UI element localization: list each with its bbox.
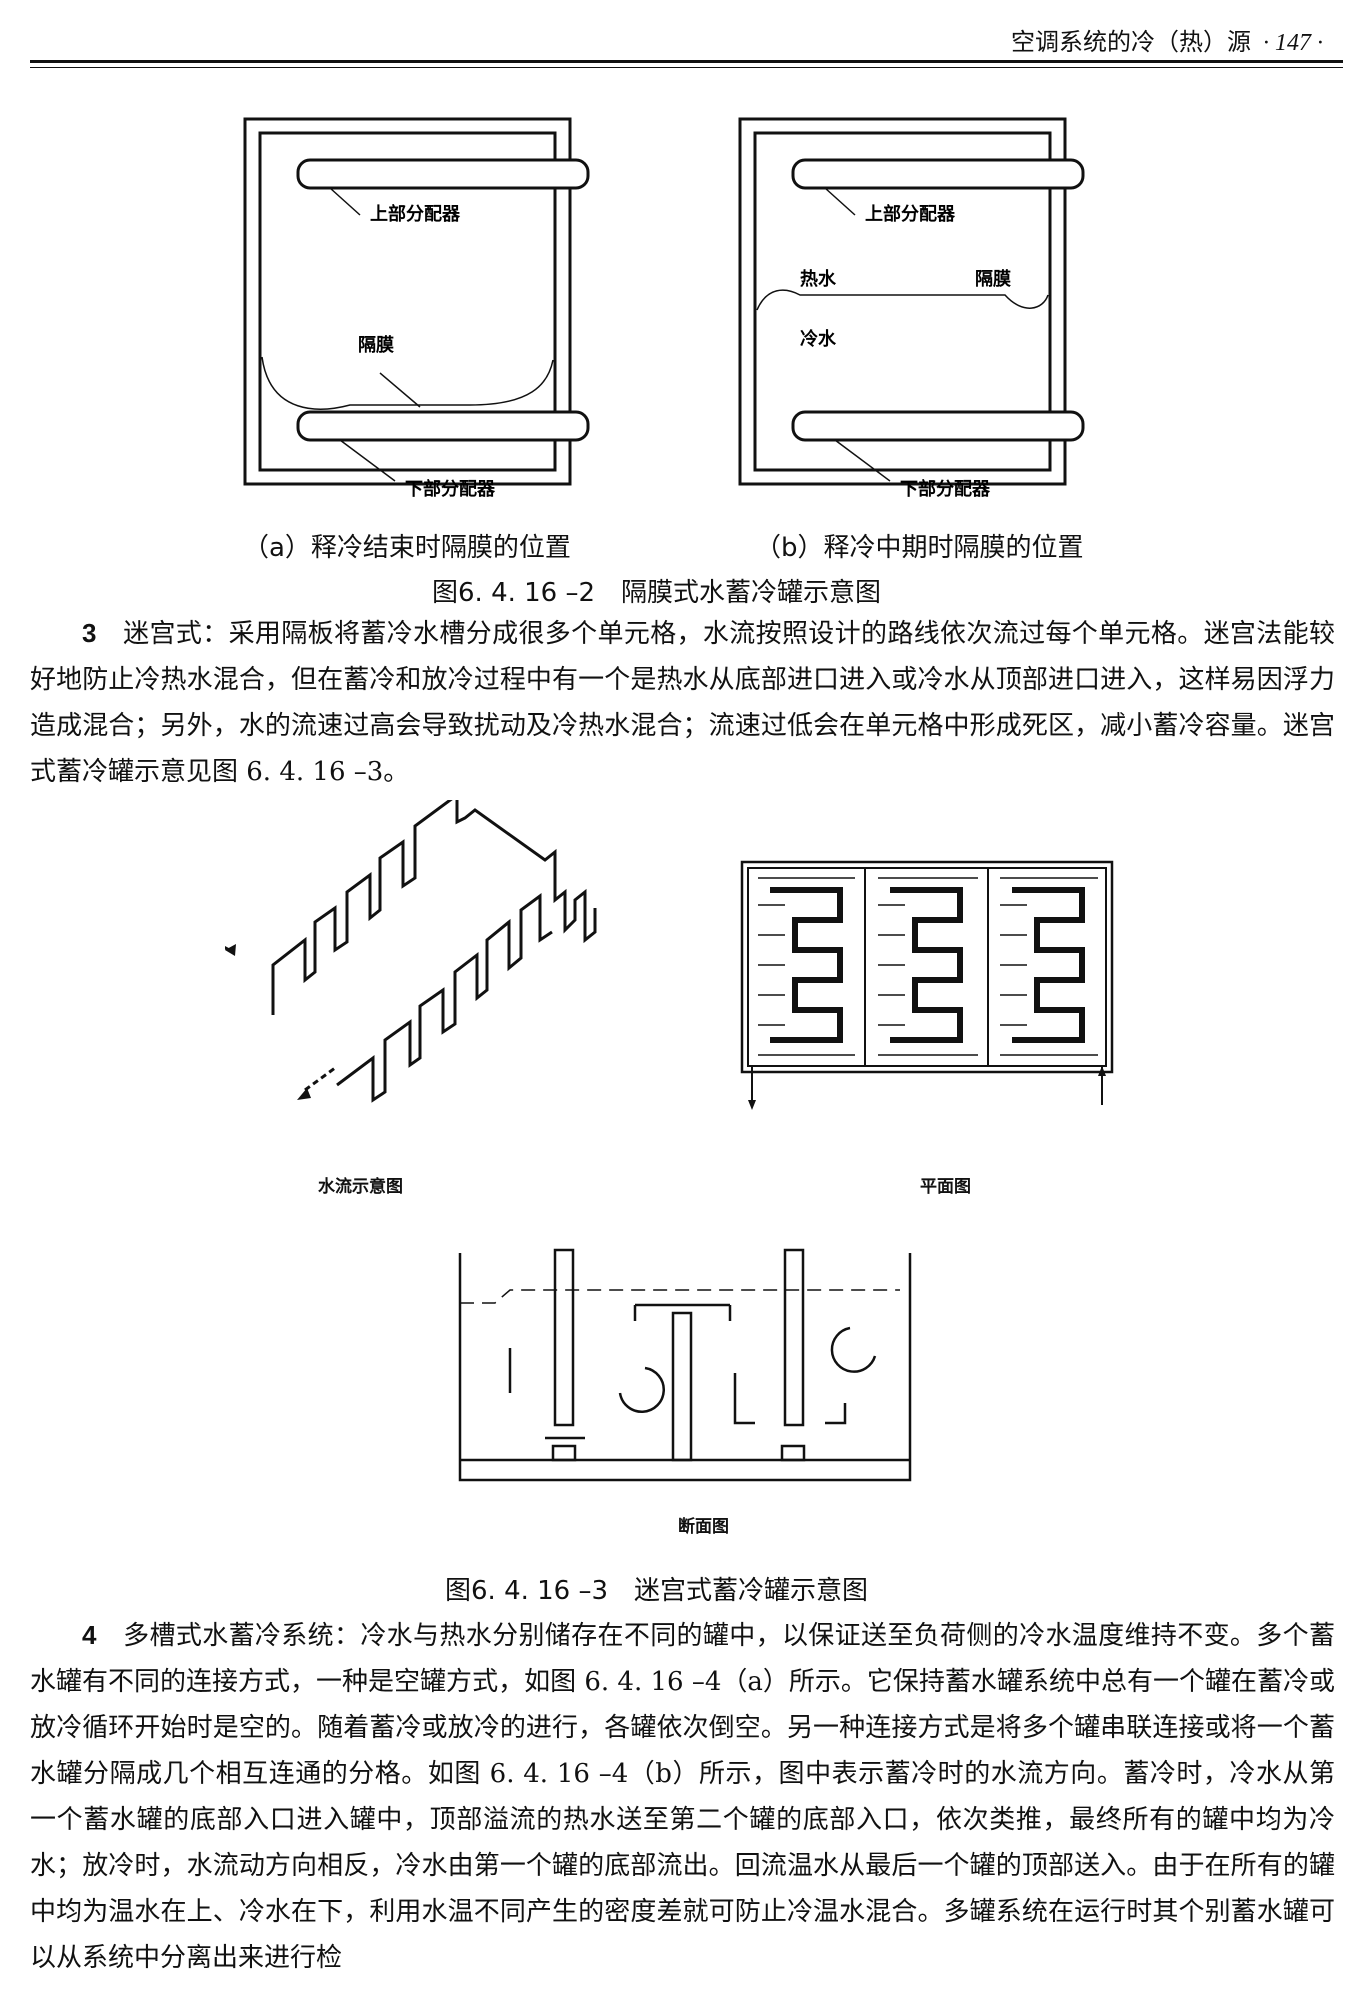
item-number: 4 bbox=[82, 1620, 97, 1650]
flow-schematic-diagram bbox=[225, 800, 597, 1103]
figure-3-title: 图6. 4. 16 –3 迷宫式蓄冷罐示意图 bbox=[445, 1576, 869, 1606]
page-number: · 147 · bbox=[1263, 30, 1323, 56]
header-rule bbox=[30, 60, 1343, 63]
plan-view-diagram bbox=[740, 860, 1114, 1110]
upper-distributor-label: 上部分配器 bbox=[370, 203, 461, 225]
running-header: 空调系统的冷（热）源 · 147 · bbox=[1011, 22, 1323, 57]
paragraph-4: 4 多槽式水蓄冷系统：冷水与热水分别储存在不同的罐中，以保证送至负荷侧的冷水温度… bbox=[30, 1612, 1335, 1981]
membrane-label: 隔膜 bbox=[358, 334, 394, 356]
membrane-label: 隔膜 bbox=[975, 268, 1011, 290]
header-title: 空调系统的冷（热）源 bbox=[1011, 28, 1251, 56]
figure-2b-diagram: 上部分配器 热水 隔膜 冷水 下部分配器 bbox=[738, 117, 1085, 500]
paragraph-3: 3 迷宫式：采用隔板将蓄冷水槽分成很多个单元格，水流按照设计的路线依次流过每个单… bbox=[30, 610, 1335, 795]
section-view-diagram bbox=[458, 1248, 912, 1482]
paragraph-text: 多槽式水蓄冷系统：冷水与热水分别储存在不同的罐中，以保证送至负荷侧的冷水温度维持… bbox=[30, 1621, 1335, 1973]
item-number: 3 bbox=[82, 618, 97, 648]
lower-distributor-label: 下部分配器 bbox=[405, 478, 496, 500]
figure-2a-diagram: 上部分配器 隔膜 下部分配器 bbox=[243, 117, 590, 500]
lower-distributor-label: 下部分配器 bbox=[900, 478, 991, 500]
cold-water-label: 冷水 bbox=[800, 328, 837, 350]
header-rule-thin bbox=[30, 67, 1343, 68]
paragraph-text: 迷宫式：采用隔板将蓄冷水槽分成很多个单元格，水流按照设计的路线依次流过每个单元格… bbox=[30, 619, 1335, 787]
section-view-label: 断面图 bbox=[678, 1517, 729, 1537]
figure-2a-caption: （a）释冷结束时隔膜的位置 bbox=[243, 533, 571, 563]
upper-distributor-label: 上部分配器 bbox=[865, 203, 956, 225]
plan-view-label: 平面图 bbox=[920, 1177, 971, 1197]
flow-schematic-label: 水流示意图 bbox=[318, 1177, 403, 1197]
figure-2b-caption: （b）释冷中期时隔膜的位置 bbox=[755, 533, 1084, 563]
figure-2-title: 图6. 4. 16 –2 隔膜式水蓄冷罐示意图 bbox=[432, 578, 882, 608]
hot-water-label: 热水 bbox=[800, 268, 837, 290]
